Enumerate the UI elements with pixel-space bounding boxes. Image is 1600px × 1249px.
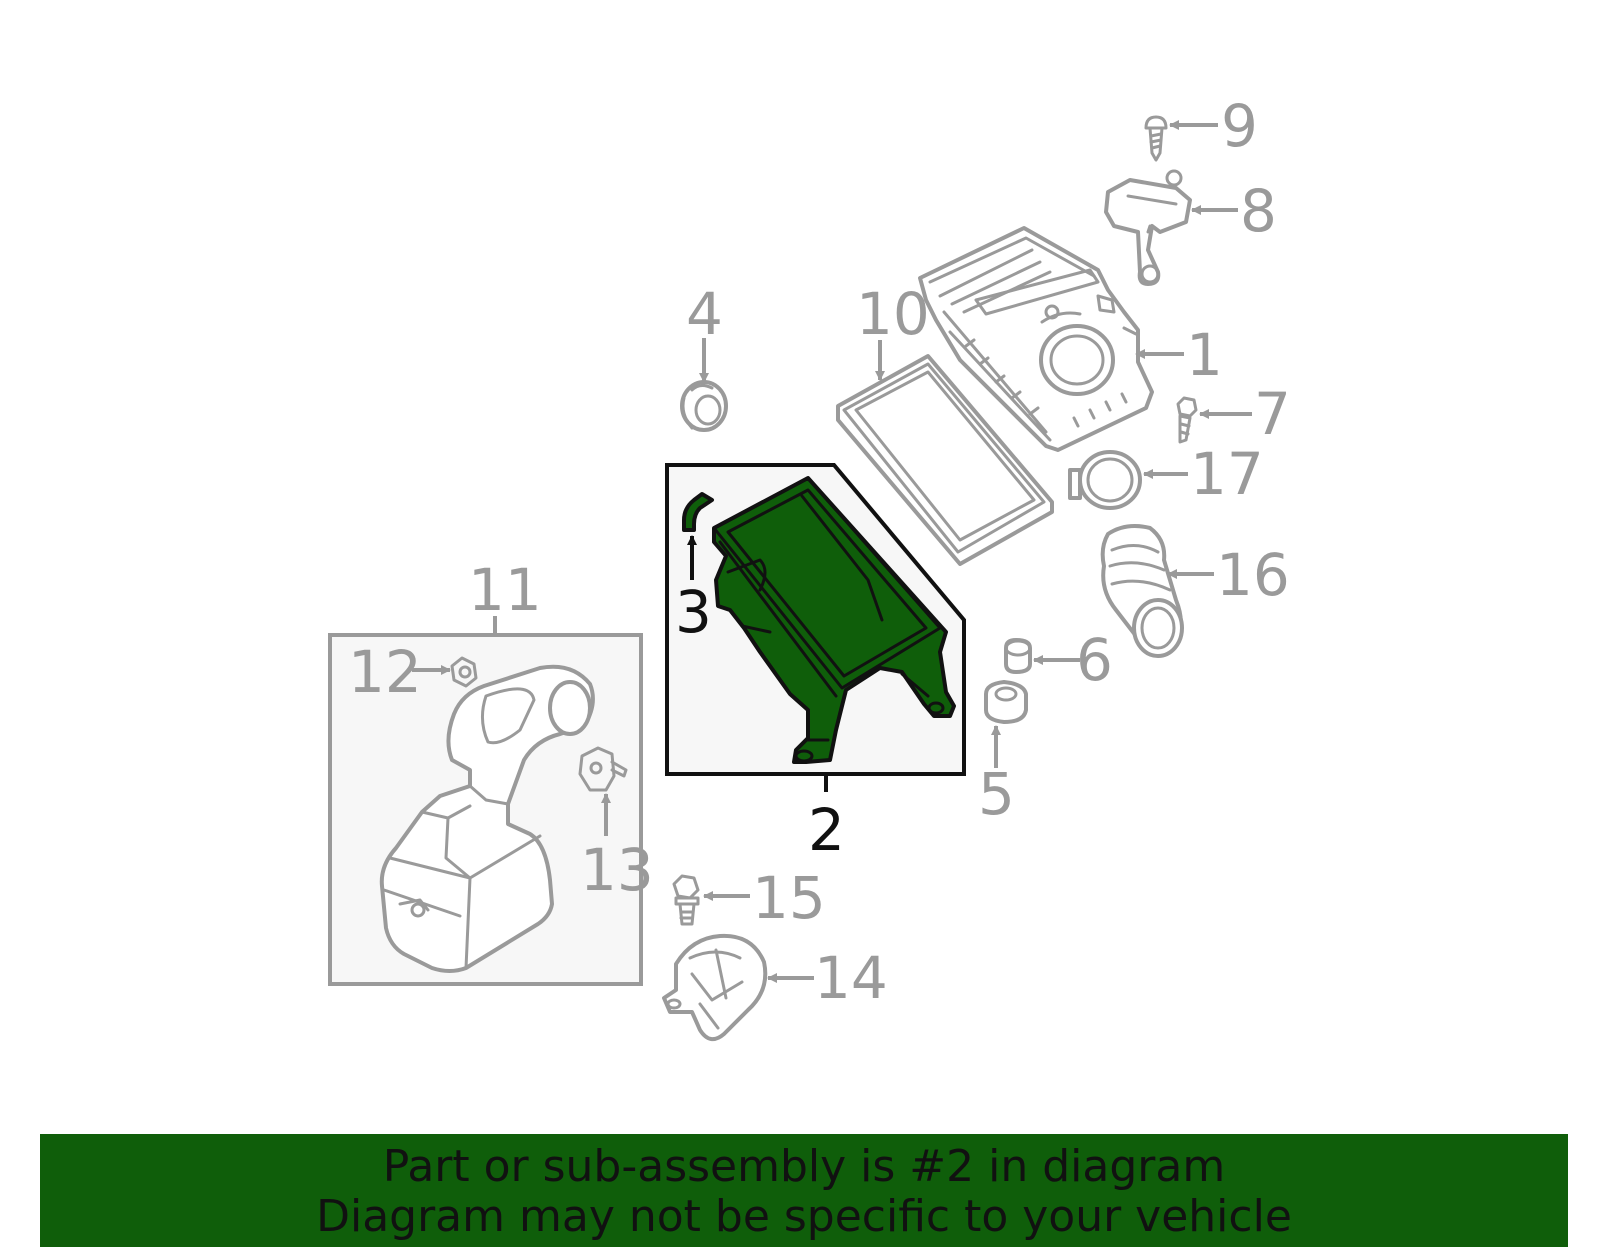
part-11-resonator[interactable] — [379, 664, 595, 973]
part-12-nut[interactable] — [450, 656, 478, 688]
callout-5: 5 — [978, 760, 1015, 828]
part-8-air-flow-sensor[interactable] — [1104, 169, 1192, 286]
part-17-clamp[interactable] — [1068, 450, 1142, 510]
part-2-air-cleaner-body[interactable] — [712, 476, 956, 764]
callout-14: 14 — [814, 944, 888, 1012]
callout-16: 16 — [1216, 541, 1290, 609]
callout-9: 9 — [1221, 92, 1258, 160]
callout-15: 15 — [752, 864, 826, 932]
part-6-bushing[interactable] — [1004, 638, 1032, 674]
part-4-grommet[interactable] — [680, 380, 728, 432]
info-banner: Part or sub-assembly is #2 in diagram Di… — [40, 1134, 1568, 1247]
callout-11: 11 — [468, 556, 542, 624]
part-14-inlet-duct[interactable] — [662, 933, 768, 1042]
callout-1: 1 — [1186, 321, 1223, 389]
part-10-air-filter[interactable] — [836, 354, 1054, 566]
callout-10: 10 — [856, 280, 930, 348]
callout-2: 2 — [808, 796, 845, 864]
callout-4: 4 — [686, 280, 723, 348]
banner-line-1: Part or sub-assembly is #2 in diagram — [382, 1141, 1226, 1192]
part-1-upper-cover[interactable] — [918, 226, 1154, 452]
callout-13: 13 — [580, 836, 654, 904]
callout-12: 12 — [348, 638, 422, 706]
callout-17: 17 — [1190, 440, 1264, 508]
part-9-screw[interactable] — [1144, 115, 1168, 162]
part-3-hose[interactable] — [682, 492, 714, 532]
part-13-bracket[interactable] — [578, 746, 628, 792]
part-16-intake-hose[interactable] — [1100, 524, 1184, 658]
part-5-insulator[interactable] — [984, 680, 1028, 724]
callout-3: 3 — [675, 578, 712, 646]
callout-7: 7 — [1254, 380, 1291, 448]
part-15-bolt[interactable] — [672, 874, 700, 926]
banner-line-2: Diagram may not be specific to your vehi… — [316, 1191, 1292, 1242]
callout-8: 8 — [1240, 177, 1277, 245]
part-7-bolt[interactable] — [1176, 396, 1198, 444]
callout-6: 6 — [1076, 626, 1113, 694]
